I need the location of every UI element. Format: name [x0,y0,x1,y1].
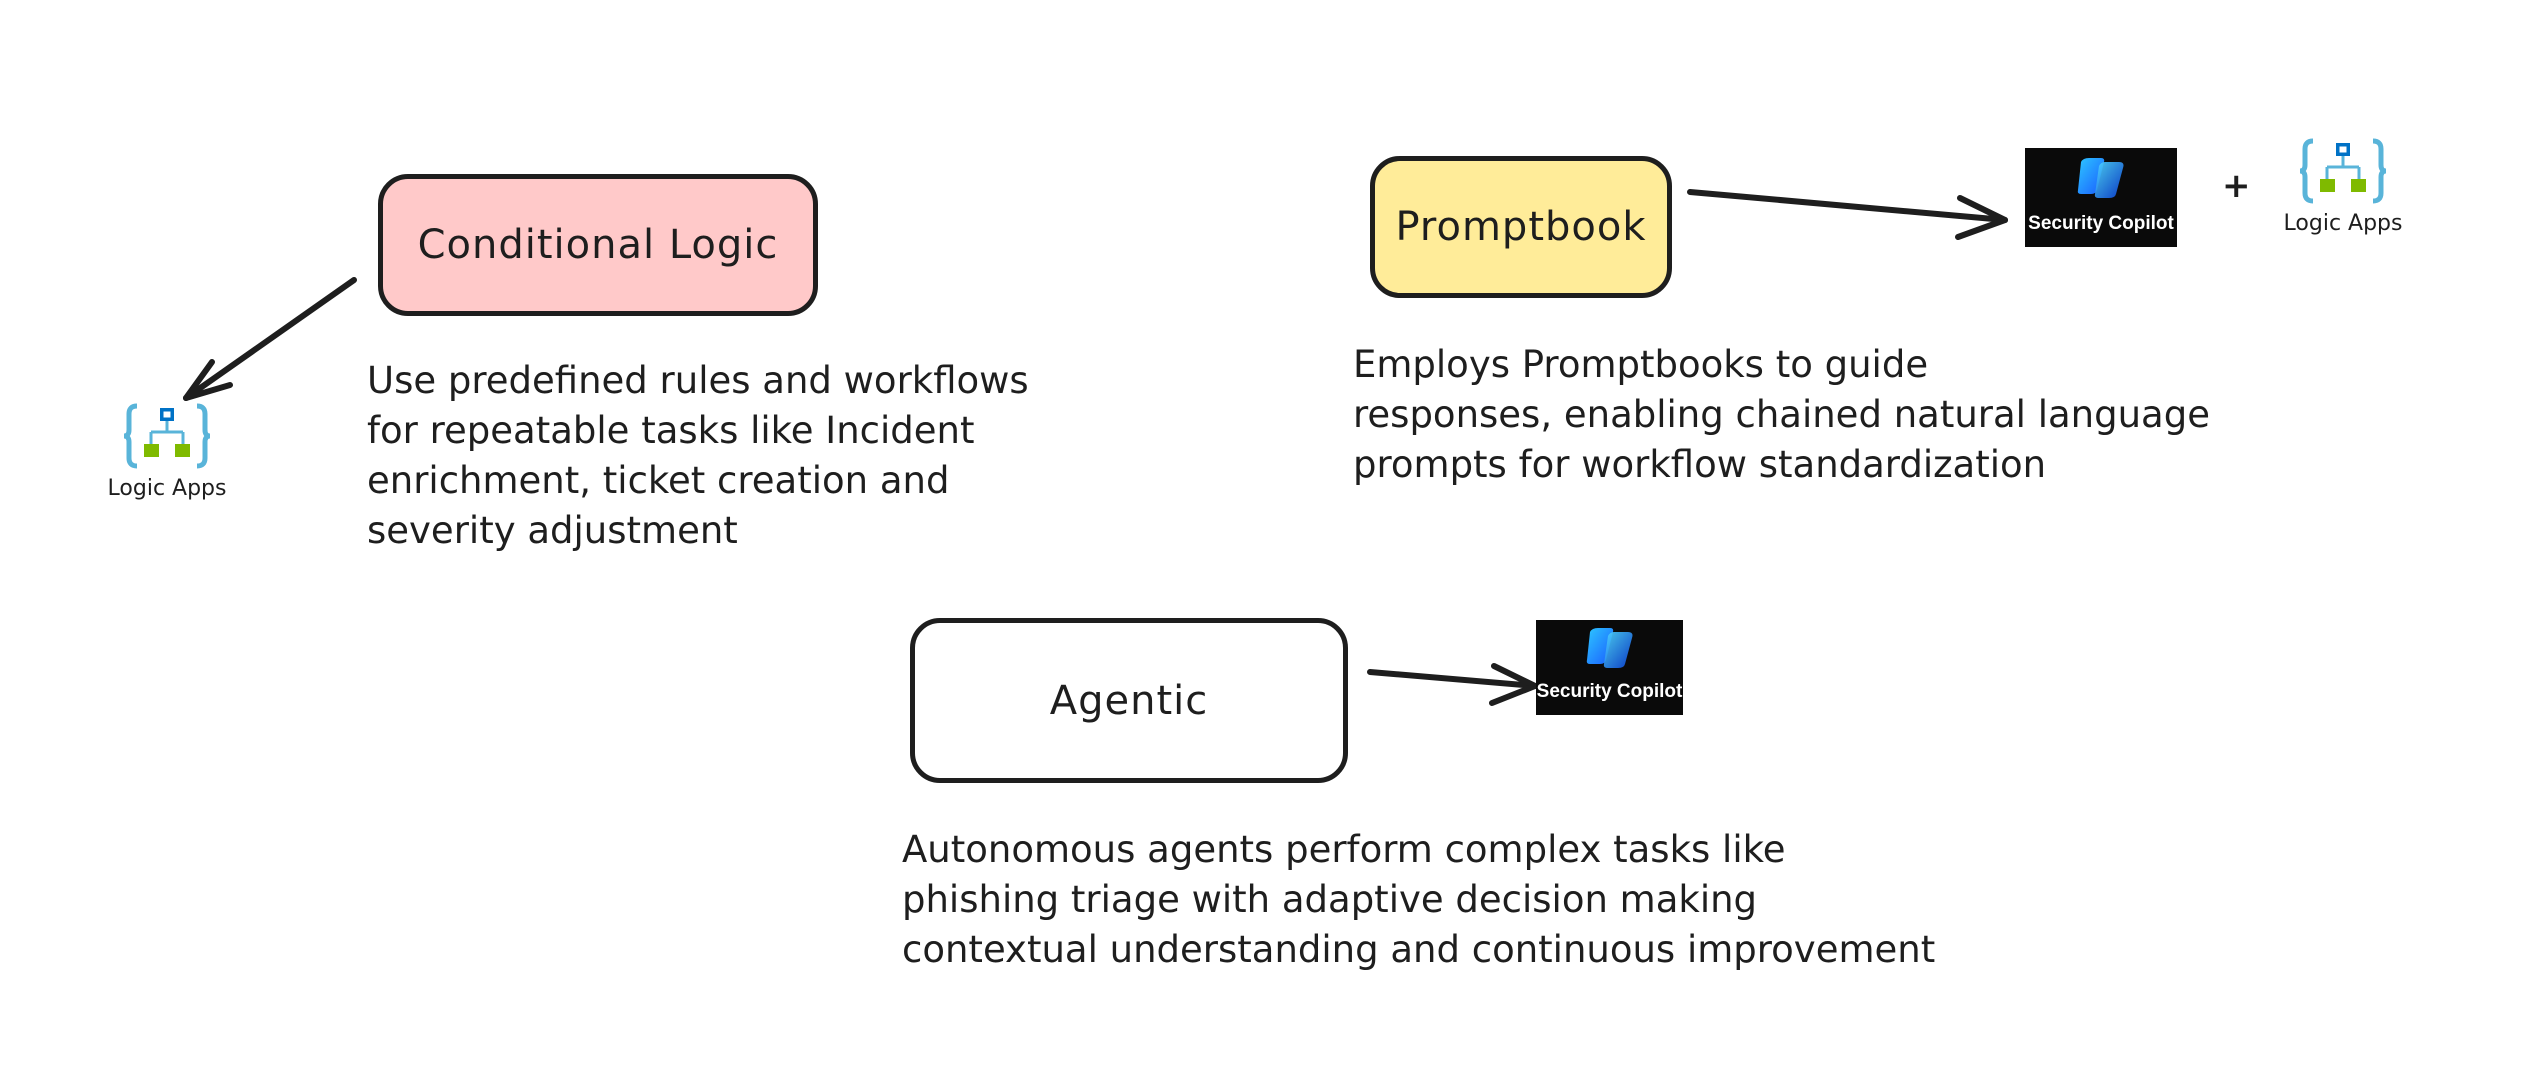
agentic-label: Agentic [1049,677,1209,724]
conditional-logic-label: Conditional Logic [417,222,779,268]
logic-apps-label-left: Logic Apps [107,476,227,501]
security-copilot-icon [1586,628,1633,668]
security-copilot-logo-top: Security Copilot [2025,148,2177,247]
logic-apps-label-right: Logic Apps [2283,211,2403,236]
conditional-logic-box: Conditional Logic [378,174,818,316]
logic-apps-logo-left: Logic Apps [100,402,234,501]
arrow-promptbook-to-copilot [1687,189,2008,240]
security-copilot-label-top: Security Copilot [2028,213,2174,234]
arrow-agentic-to-copilot [1367,663,1538,706]
security-copilot-label-agentic: Security Copilot [1536,681,1683,702]
promptbook-label: Promptbook [1395,204,1647,250]
security-copilot-logo-agentic: Security Copilot [1536,620,1683,715]
agentic-description: Autonomous agents perform complex tasks … [902,828,1936,971]
logic-apps-logo-right: Logic Apps [2276,137,2410,236]
promptbook-box: Promptbook [1370,156,1672,298]
security-copilot-icon [2077,158,2124,198]
promptbook-description: Employs Promptbooks to guide responses, … [1353,343,2210,486]
arrow-conditional-to-logicapps [183,277,357,401]
agentic-box: Agentic [910,618,1348,783]
logic-apps-icon [2299,138,2387,204]
logic-apps-icon [123,403,211,469]
conditional-logic-description: Use predefined rules and workflows for r… [367,359,1029,552]
plus-sign: + [2222,166,2251,206]
